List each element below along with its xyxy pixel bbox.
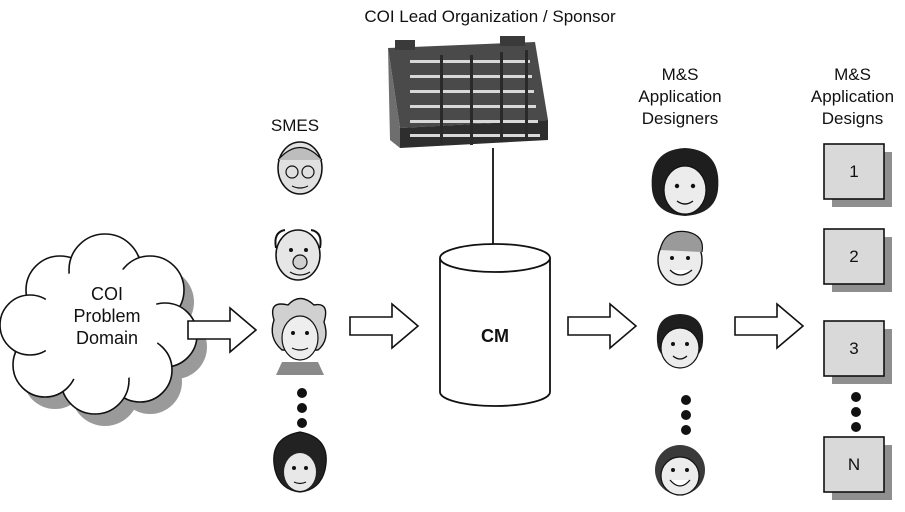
cm-label: CM (481, 326, 509, 346)
design-box-1-label: 1 (849, 162, 859, 181)
problem-domain-label: COI Problem Domain (73, 284, 141, 348)
sme-ellipsis (297, 388, 307, 428)
building-icon (388, 36, 548, 148)
sponsor-title: COI Lead Organization / Sponsor (364, 7, 616, 26)
designer-face-3-icon (656, 314, 704, 369)
design-box-n-label: N (847, 455, 861, 474)
design-box-3-label: 3 (849, 339, 859, 358)
design-boxes (823, 143, 892, 500)
sme-face-3-icon (271, 297, 327, 375)
problem-domain-cloud (0, 233, 207, 426)
smes-label: SMES (270, 116, 320, 135)
designs-label: M&S Application Designs (810, 65, 895, 128)
sme-face-2-icon (274, 229, 322, 281)
arrow-smes-to-cm (349, 303, 419, 349)
arrow-designers-to-designs (734, 303, 804, 349)
sme-face-4-icon (273, 431, 327, 493)
designer-face-2-icon (657, 230, 704, 286)
cm-cylinder (439, 243, 551, 407)
designers-label: M&S Application Designers (638, 65, 722, 128)
designs-ellipsis (851, 392, 861, 432)
designer-face-4-icon (655, 445, 705, 496)
arrow-cm-to-designers (567, 303, 637, 349)
design-box-2-label: 2 (849, 247, 859, 266)
sme-face-1-icon (277, 141, 323, 195)
designer-face-1-icon (651, 148, 719, 216)
designer-ellipsis (681, 395, 691, 435)
